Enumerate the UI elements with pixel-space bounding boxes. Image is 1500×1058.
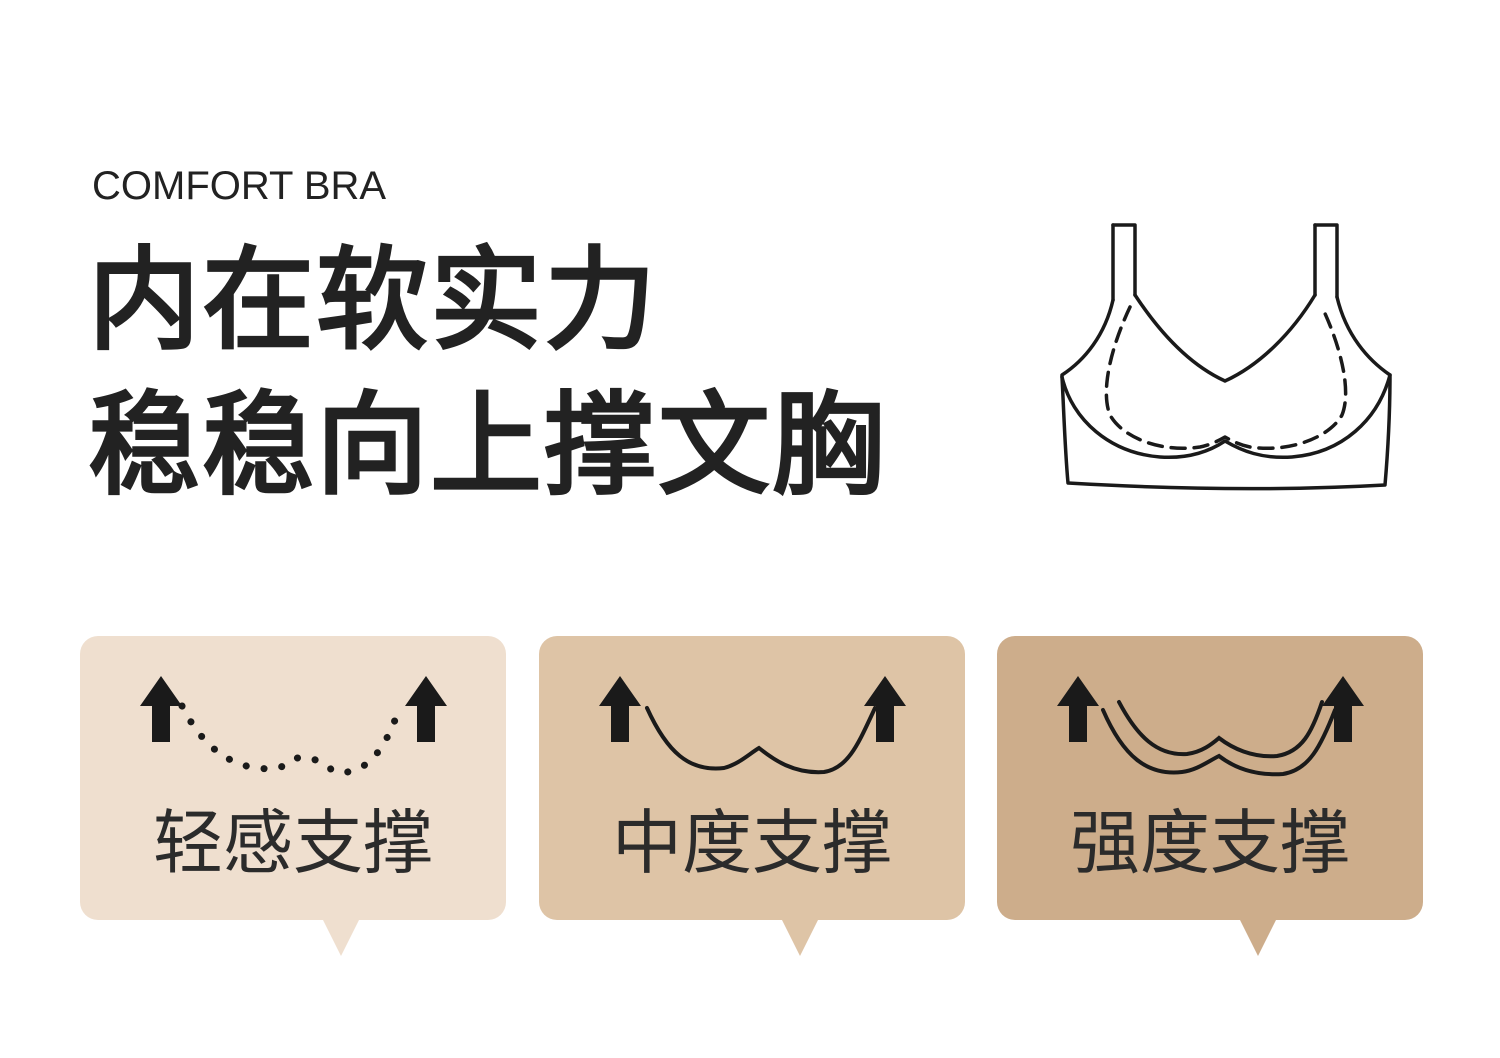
up-arrow-icon [1322,676,1364,742]
strong-support-curve-icon [1057,676,1364,777]
speech-tail [323,920,359,956]
up-arrow-icon [864,676,906,742]
support-card-medium: 中度支撑 [539,636,965,956]
up-arrow-icon [140,676,182,742]
support-card-strong: 强度支撑 [997,636,1423,956]
headline-line-2: 稳稳向上撑文胸 [88,381,886,511]
support-label: 中度支撑 [612,802,892,884]
up-arrow-icon [1057,676,1099,742]
support-label: 轻感支撑 [153,802,433,884]
medium-support-curve-icon [599,676,906,775]
light-support-curve-icon [140,676,447,776]
up-arrow-icon [599,676,641,742]
support-card-light: 轻感支撑 [80,636,506,956]
bra-outline-icon [1060,223,1392,491]
headline-line-1: 内在软实力 [88,236,658,366]
speech-tail [782,920,818,956]
support-label: 强度支撑 [1070,802,1350,884]
speech-tail [1240,920,1276,956]
brand-eyebrow: COMFORT BRA [92,164,387,208]
up-arrow-icon [405,676,447,742]
